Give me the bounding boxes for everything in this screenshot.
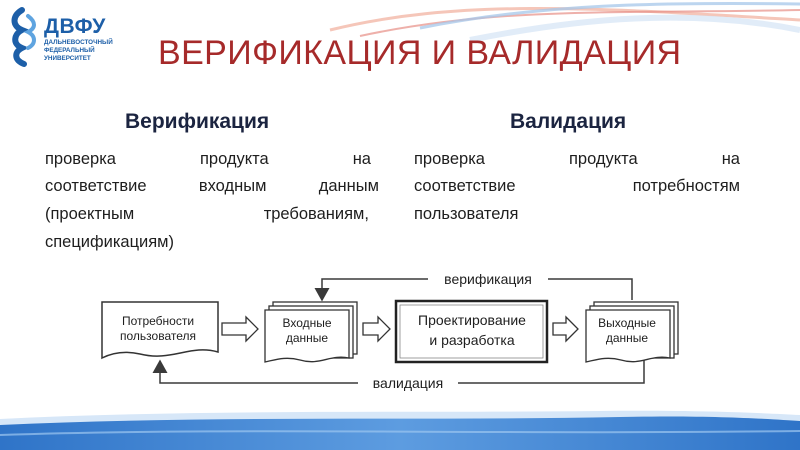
validation-definition-line: проверка продукта на [414, 150, 740, 169]
definition-word: требованиям, [263, 205, 369, 223]
page-title: ВЕРИФИКАЦИЯ И ВАЛИДАЦИЯ [158, 34, 682, 72]
validation-definition-line: пользователя [414, 205, 519, 224]
logo-subtitle: ДАЛЬНЕВОСТОЧНЫЙ ФЕДЕРАЛЬНЫЙ УНИВЕРСИТЕТ [44, 39, 124, 63]
definition-word: на [352, 150, 371, 168]
definition-word: данным [318, 177, 379, 195]
logo-subtitle-line: ДАЛЬНЕВОСТОЧНЫЙ [44, 39, 113, 46]
design-development-label: и разработка [429, 332, 514, 348]
definition-word: соответствие [414, 177, 516, 195]
logo-subtitle-line: УНИВЕРСИТЕТ [44, 55, 91, 62]
definition-word: входным [198, 177, 267, 195]
input-data-block: Входные данные [264, 301, 358, 363]
input-data-label: Входные [282, 316, 331, 330]
definition-word: продукта [199, 150, 269, 168]
verification-heading: Верификация [125, 110, 270, 133]
top-wave-decoration [329, 1, 800, 43]
design-development-block: Проектирование и разработка [394, 299, 549, 364]
verification-definition-line: (проектным требованиям, [45, 205, 369, 224]
definition-word: пользователя [414, 205, 519, 223]
user-needs-label: пользователя [120, 329, 196, 343]
validation-heading: Валидация [510, 110, 627, 133]
verification-loop-line [322, 278, 633, 300]
flow-arrow-icon [362, 315, 391, 343]
validation-loop-line [160, 350, 645, 384]
definition-word: потребностям [632, 177, 740, 195]
validation-definition-line: соответствие потребностям [414, 177, 740, 196]
design-development-label: Проектирование [418, 312, 526, 328]
flow-arrow-icon [552, 315, 579, 343]
university-logo: ДВФУ ДАЛЬНЕВОСТОЧНЫЙ ФЕДЕРАЛЬНЫЙ УНИВЕРС… [4, 6, 154, 68]
definition-word: спецификациям) [45, 233, 175, 251]
definition-word: на [721, 150, 740, 168]
footer-wave-decoration [0, 410, 800, 450]
user-needs-label: Потребности [122, 314, 194, 328]
output-data-block: Выходные данные [585, 301, 679, 363]
definition-word: соответствие [45, 177, 147, 195]
logo-emblem-icon [11, 7, 36, 67]
definition-word: проверка [45, 150, 116, 168]
output-data-label: Выходные [598, 316, 656, 330]
verification-definition-line: проверка продукта на [45, 150, 371, 169]
input-data-label: данные [286, 331, 329, 345]
vv-flow-diagram: верификация валидация Потребности пользо… [101, 271, 679, 391]
verification-definition-line: спецификациям) [45, 233, 174, 252]
flow-arrow-icon [221, 315, 259, 343]
definition-word: продукта [568, 150, 638, 168]
logo-subtitle-line: ФЕДЕРАЛЬНЫЙ [44, 47, 95, 54]
user-needs-block: Потребности пользователя [101, 301, 219, 360]
verification-loop-label: верификация [444, 271, 532, 287]
validation-loop-label: валидация [373, 375, 443, 391]
logo-name: ДВФУ [44, 15, 106, 38]
definition-word: (проектным [45, 205, 135, 223]
verification-definition-line: соответствие входным данным [45, 177, 379, 196]
output-data-label: данные [606, 331, 649, 345]
definition-word: проверка [414, 150, 485, 168]
